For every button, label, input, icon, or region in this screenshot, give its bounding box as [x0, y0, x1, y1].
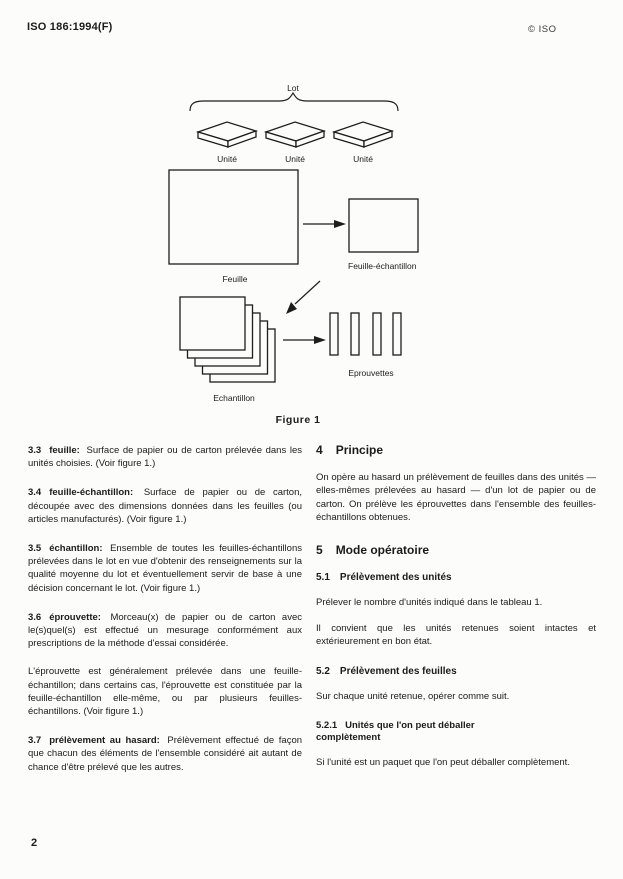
definition-3-7: 3.7 prélèvement au hasard: Prélèvement ef… — [28, 734, 302, 774]
section-title: Mode opératoire — [335, 543, 430, 558]
eprouvettes-label: Eprouvettes — [348, 368, 393, 378]
definition-text: L'éprouvette est généralement prélevée d… — [28, 666, 302, 718]
unit-label: Unité — [285, 154, 305, 164]
unit-box — [263, 121, 327, 148]
unit-box — [195, 121, 259, 148]
paragraph: Sur chaque unité retenue, opérer comme s… — [316, 691, 510, 703]
section-number: 5.2 — [316, 666, 330, 678]
left-column: 3.3 feuille: Surface de papier ou de cart… — [28, 444, 302, 790]
copyright-notice: © ISO — [528, 24, 557, 35]
section-title: Prélèvement des feuilles — [339, 666, 457, 678]
section-number: 5.2.1 — [316, 720, 338, 732]
definition-3-6-note: L'éprouvette est généralement prélevée d… — [28, 665, 302, 718]
definition-3-3: 3.3 feuille: Surface de papier ou de cart… — [28, 444, 302, 470]
definition-3-5: 3.5 échantillon: Ensemble de toutes les f… — [28, 542, 302, 595]
feuille-label: Feuille — [222, 274, 247, 284]
section-title: Unités que l'on peut déballer complèteme… — [316, 720, 475, 744]
unit-label: Unité — [217, 154, 237, 164]
document-reference: ISO 186:1994(F) — [27, 21, 113, 33]
section-heading-5: 5 Mode opératoire — [316, 543, 596, 558]
feuille-echantillon-rect — [348, 198, 419, 253]
section-heading-5-1: 5.1 Prélèvement des unités — [316, 571, 596, 584]
feuille-rect — [168, 169, 299, 265]
section-number: 5.1 — [316, 572, 330, 584]
paragraph: Prélever le nombre d'unités indiqué dans… — [316, 597, 543, 609]
clause-number: 3.7 — [28, 735, 42, 747]
defined-term: éprouvette: — [49, 611, 101, 623]
feuille-echantillon-label: Feuille-échantillon — [348, 261, 417, 271]
clause-number: 3.5 — [28, 543, 42, 555]
page-number: 2 — [31, 837, 38, 849]
echantillon-label: Echantillon — [213, 393, 255, 403]
definition-text: Prélèvement effectué de façon que chacun… — [28, 735, 303, 773]
lot-label: Lot — [287, 83, 299, 93]
defined-term: échantillon: — [49, 543, 103, 555]
section-title: Prélèvement des unités — [339, 572, 452, 584]
echantillon-stack — [179, 296, 276, 383]
lot-brace — [189, 91, 399, 112]
paragraph: Si l'unité est un paquet que l'on peut d… — [316, 757, 570, 769]
section-heading-4: 4 Principe — [316, 443, 596, 457]
arrow-diagonal-icon — [286, 280, 321, 314]
definition-text: Surface de papier ou de carton, découpée… — [28, 487, 303, 525]
clause-number: 3.3 — [28, 445, 42, 456]
section-number: 5 — [316, 543, 323, 558]
definition-text: Morceau(x) de papier ou de carton avec l… — [28, 611, 302, 650]
paragraph: Il convient que les unités retenues soie… — [316, 622, 596, 647]
section-heading-5-2: 5.2 Prélèvement des feuilles — [316, 665, 596, 678]
definition-text: Ensemble de toutes les feuilles-échantil… — [28, 543, 302, 594]
clause-number: 3.4 — [28, 487, 42, 499]
unit-box — [331, 121, 395, 148]
clause-number: 3.6 — [28, 611, 42, 623]
figure-caption: Figure 1 — [276, 414, 321, 426]
defined-term: feuille-échantillon: — [49, 487, 134, 499]
paragraph: On opère au hasard un prélèvement de feu… — [316, 472, 596, 523]
right-column: 4 Principe On opère au hasard un prélèvem… — [316, 443, 596, 790]
eprouvettes-strips — [329, 312, 402, 356]
text-columns: 3.3 feuille: Surface de papier ou de cart… — [28, 443, 596, 790]
definition-text: Surface de papier ou de carton prélevée … — [28, 445, 302, 470]
defined-term: prélèvement au hasard: — [49, 735, 160, 747]
definition-3-6: 3.6 éprouvette: Morceau(x) de papier ou d… — [28, 611, 302, 651]
defined-term: feuille: — [49, 445, 80, 456]
section-title: Principe — [335, 443, 384, 457]
definition-3-4: 3.4 feuille-échantillon: Surface de papie… — [28, 486, 302, 526]
unit-label: Unité — [353, 154, 373, 164]
figure-1-diagram: Lot Unité Unité Unité Feuille — [168, 83, 419, 426]
arrow-right-icon — [283, 336, 326, 344]
arrow-right-icon — [303, 220, 346, 228]
section-number: 4 — [316, 443, 323, 457]
